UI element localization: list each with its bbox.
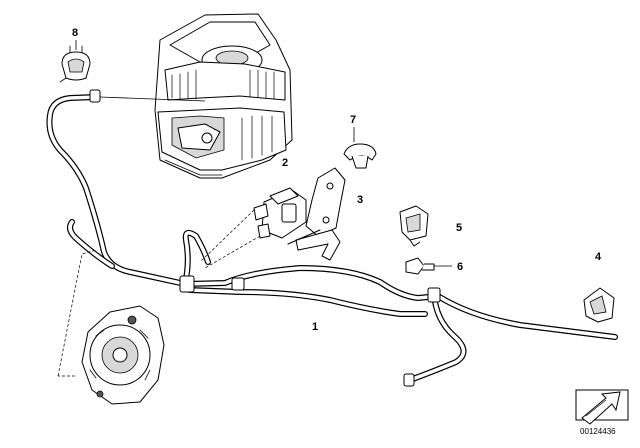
callout-7: 7 bbox=[350, 114, 356, 126]
part-1-vacuum-hose[interactable] bbox=[46, 89, 618, 387]
part-8-clip[interactable] bbox=[59, 45, 91, 83]
part-6-connector[interactable] bbox=[405, 257, 435, 275]
callout-3: 3 bbox=[357, 194, 363, 206]
vacuum-pump bbox=[81, 305, 165, 405]
callout-2: 2 bbox=[282, 157, 288, 169]
part-3-solenoid-valve[interactable] bbox=[253, 167, 346, 261]
part-4-grommet[interactable] bbox=[583, 287, 615, 323]
document-number: 00124436 bbox=[580, 427, 616, 436]
callout-5: 5 bbox=[456, 222, 462, 234]
callout-4: 4 bbox=[595, 251, 602, 263]
diagonal-arrow-icon bbox=[575, 389, 629, 425]
part-2-intake-housing[interactable] bbox=[154, 13, 293, 179]
callout-1: 1 bbox=[312, 321, 318, 333]
callout-6: 6 bbox=[457, 261, 463, 273]
part-7-hose-clip[interactable] bbox=[343, 143, 377, 169]
callout-8: 8 bbox=[72, 27, 78, 39]
part-5-holder[interactable] bbox=[399, 205, 429, 247]
